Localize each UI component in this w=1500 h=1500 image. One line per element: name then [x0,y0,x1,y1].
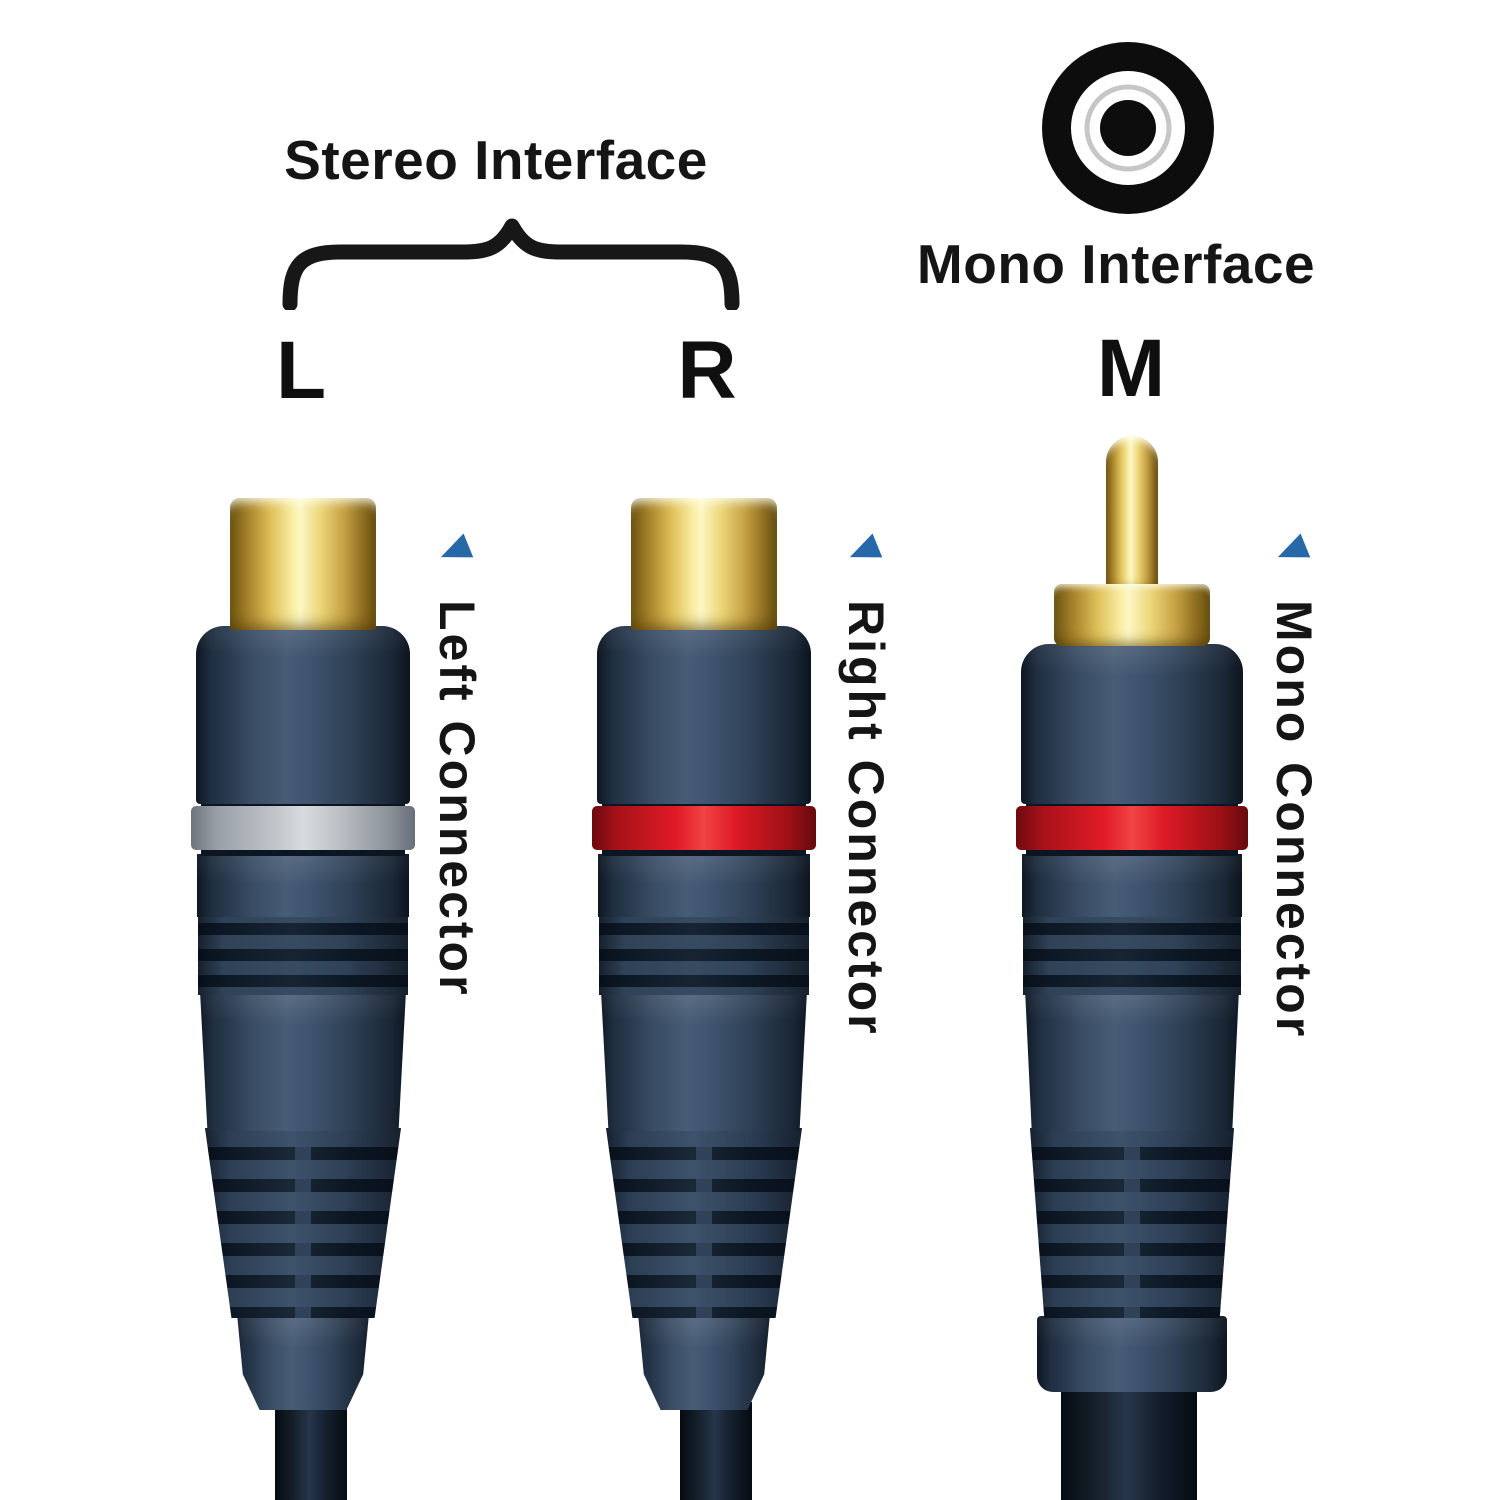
mono-connector-lower-body [1025,993,1239,1131]
right-connector-gold-barrel [631,498,777,630]
right-connector-color-ring [592,806,816,850]
pointer-triangle-icon [845,533,883,568]
left-connector-cable [275,1402,347,1500]
right-connector-upper-body [597,626,811,804]
channel-l-label: L [275,325,327,416]
left-connector-groove-band [198,915,408,995]
right-connector-groove-band [599,915,809,995]
mono-connector-strain-relief-tail [1037,1316,1227,1392]
stereo-interface-title: Stereo Interface [284,129,708,191]
mono-connector-callout-label: Mono Connector [1266,600,1322,1040]
left-connector-upper-body [196,626,410,804]
left-connector-ribbed-grip [205,1128,401,1318]
right-connector-lower-body [601,993,807,1131]
left-connector-strain-relief-tail [237,1316,369,1410]
left-connector-mid-body [197,854,409,917]
left-connector-callout-label: Left Connector [429,600,485,998]
left-connector-lower-body [200,993,406,1131]
mono-connector-mid-body [1022,854,1242,917]
right-connector-mid-body [598,854,810,917]
mono-connector-upper-body [1021,644,1243,804]
rca-jack-icon [1042,42,1214,214]
left-connector-color-ring [191,806,415,850]
mono-connector-gold-pin [1106,436,1158,590]
channel-r-label: R [677,325,737,416]
pointer-triangle-icon [1273,533,1311,568]
mono-connector-color-ring [1016,806,1248,850]
curly-brace-icon [282,218,740,310]
right-connector-strain-relief-tail [638,1316,770,1410]
mono-connector-gold-collar [1054,584,1210,646]
left-connector-gold-barrel [230,498,376,630]
mono-connector-ring-groove-bottom [1026,847,1238,856]
mono-connector-ribbed-grip [1030,1128,1234,1318]
channel-m-label: M [1096,323,1166,414]
mono-connector-groove-band [1023,915,1241,995]
right-connector-ribbed-grip [606,1128,802,1318]
mono-interface-title: Mono Interface [916,233,1316,295]
right-connector-ring-groove-bottom [602,847,806,856]
left-connector-ring-groove-bottom [201,847,405,856]
right-connector-callout-label: Right Connector [838,600,894,1037]
mono-connector-cable [1061,1388,1197,1500]
right-connector-cable [680,1402,752,1500]
pointer-triangle-icon [436,533,474,568]
